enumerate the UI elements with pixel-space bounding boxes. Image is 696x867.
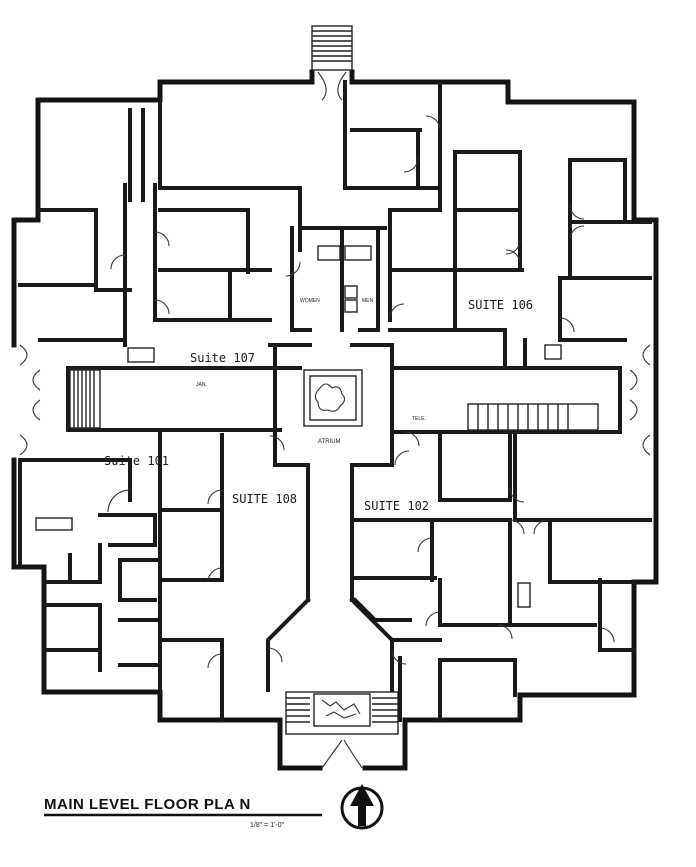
entry-planter-icon — [313, 693, 371, 727]
tele-label: TELE. — [412, 416, 426, 422]
title-block: MAIN LEVEL FLOOR PLA N 1/8" = 1'-0" — [44, 796, 322, 829]
jan-label: JAN. — [196, 382, 207, 388]
plan-title: MAIN LEVEL FLOOR PLA N — [44, 796, 251, 813]
atrium-planter-icon — [303, 369, 363, 427]
interior-walls — [18, 80, 652, 722]
door-swing-icon — [19, 115, 651, 669]
suite-108-label: SUITE 108 — [232, 492, 297, 506]
room-labels: Suite 101 SUITE 102 SUITE 106 Suite 107 … — [104, 298, 533, 513]
south-stair-icon — [285, 691, 399, 769]
suite-106-label: SUITE 106 — [468, 298, 533, 312]
north-entry-stair-icon — [311, 25, 353, 101]
men-label: MEN — [362, 298, 374, 304]
women-label: WOMEN — [300, 298, 320, 304]
restroom-fixtures — [35, 245, 562, 608]
atrium-label: ATRIUM — [318, 439, 341, 445]
plan-scale: 1/8" = 1'-0" — [250, 822, 285, 829]
suite-101-label: Suite 101 — [104, 454, 169, 468]
suite-107-label: Suite 107 — [190, 351, 255, 365]
suite-102-label: SUITE 102 — [364, 499, 429, 513]
east-stair-icon — [467, 403, 599, 431]
west-stair-icon — [69, 369, 101, 429]
north-arrow-icon — [340, 784, 384, 830]
